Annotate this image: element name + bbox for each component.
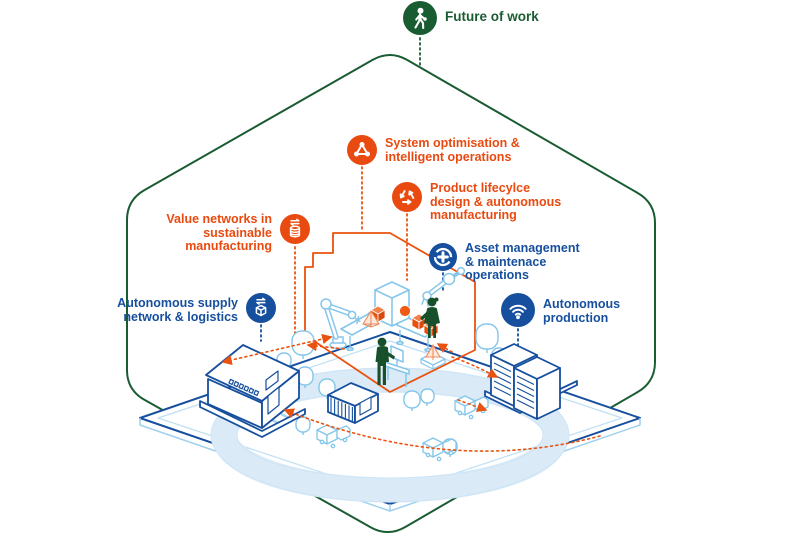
label-asset-management: Asset management & maintenace operations <box>429 241 580 283</box>
maintenance-cross-icon <box>429 243 457 271</box>
label-text: System optimisation & <box>385 136 520 150</box>
truck-bottom <box>422 437 457 462</box>
label-system-optimisation: System optimisation & intelligent operat… <box>347 135 520 165</box>
label-text: Autonomous <box>543 297 621 311</box>
label-text: operations <box>465 268 529 282</box>
worker-at-console <box>375 337 395 385</box>
robot-arm-right <box>421 266 466 307</box>
walking-person-icon <box>403 1 437 35</box>
label-text: intelligent operations <box>385 149 512 164</box>
label-autonomous-supply: Autonomous supply network & logistics <box>117 293 276 324</box>
network-triangle-icon <box>347 135 377 165</box>
label-value-networks: Value networks in sustainable manufactur… <box>166 212 310 254</box>
database-sync-icon <box>280 214 310 244</box>
label-text: design & autonomous <box>430 194 562 209</box>
worker-standing <box>420 297 440 338</box>
hexagon-border <box>126 53 656 534</box>
label-autonomous-production: Autonomous production <box>501 293 620 327</box>
orange-pyramid <box>362 310 380 328</box>
server-buildings <box>484 343 578 420</box>
package-sync-icon <box>246 293 276 323</box>
label-text: production <box>543 310 609 325</box>
container-building <box>327 382 379 424</box>
label-text: sustainable <box>203 225 272 240</box>
label-text: Product lifecylce <box>430 181 531 195</box>
workcell-wireframe <box>304 232 476 393</box>
printer-tray <box>420 344 446 370</box>
orange-sphere <box>399 305 411 317</box>
label-text: Autonomous supply <box>117 296 238 310</box>
label-text: network & logistics <box>123 309 238 324</box>
label-text: manufacturing <box>430 208 517 222</box>
label-text: manufacturing <box>185 239 272 253</box>
flow-arrows <box>221 333 601 452</box>
label-product-lifecycle: Product lifecylce design & autonomous ma… <box>392 181 562 223</box>
label-text: Asset management <box>465 241 580 255</box>
label-text: Future of work <box>445 9 539 24</box>
label-text: Value networks in <box>166 212 272 226</box>
label-connector-lines <box>260 37 519 357</box>
wifi-icon <box>501 293 535 327</box>
label-future-of-work: Future of work <box>403 1 539 35</box>
label-text: & maintenace <box>465 254 547 269</box>
recycle-icon <box>392 182 422 212</box>
